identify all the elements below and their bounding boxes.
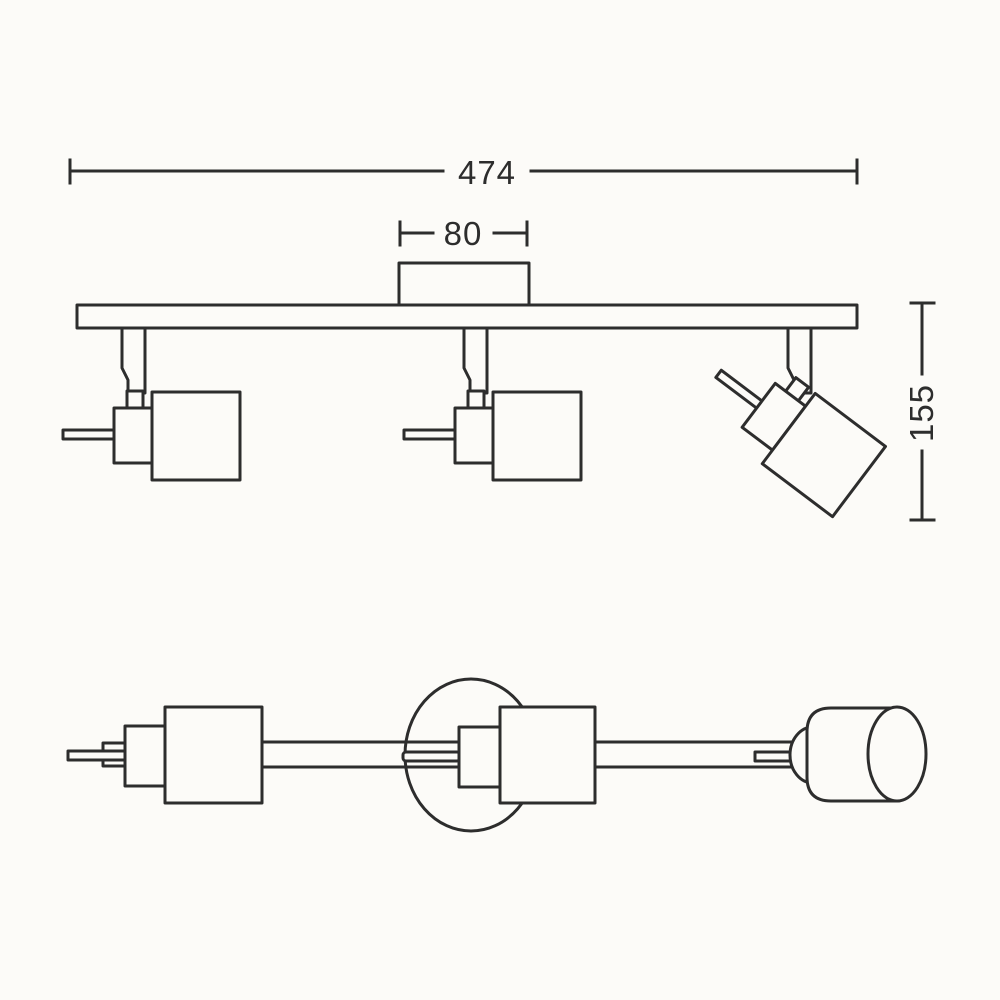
spot-head-2: [402, 389, 583, 482]
shade-opening-rim: [866, 705, 928, 803]
spot-head-3-top: [753, 705, 928, 803]
lamp-shade-top: [163, 705, 264, 805]
lamp-holder: [112, 406, 154, 465]
lamp-holder-top: [123, 724, 168, 788]
adjustment-rod: [714, 368, 765, 411]
dim-canopy-width: 80: [398, 215, 529, 252]
pivot-neck: [466, 389, 486, 411]
lamp-holder-top: [457, 725, 502, 789]
spot-stem-1: [120, 326, 147, 395]
lamp-holder: [453, 406, 495, 465]
adjustment-rod: [61, 428, 117, 441]
top-view: [66, 677, 928, 833]
ceiling-canopy-front: [397, 261, 531, 308]
adjustment-rod-top: [753, 750, 795, 763]
spot-head-1: [61, 389, 242, 482]
pivot-neck: [125, 389, 145, 411]
front-view: 474 80: [61, 154, 940, 522]
spot-head-3-tilted: [714, 368, 887, 519]
adjustment-rod-top: [66, 749, 129, 762]
lamp-shade: [760, 391, 887, 519]
lamp-shade-top: [498, 705, 597, 805]
dim-label-overall-width: 474: [458, 154, 516, 191]
dim-overall-width: 474: [68, 154, 859, 191]
dim-label-canopy-width: 80: [444, 215, 483, 252]
lamp-shade: [491, 390, 583, 482]
dim-fixture-height: 155: [903, 301, 940, 522]
spot-head-1-top: [66, 705, 264, 805]
adjustment-rod: [402, 428, 458, 441]
dim-label-fixture-height: 155: [903, 384, 940, 442]
spot-head-2-top: [401, 705, 597, 805]
mounting-bar-front: [75, 303, 859, 330]
spot-stem-2: [462, 326, 489, 395]
lamp-shade: [150, 390, 242, 482]
adjustment-rod-top: [401, 750, 462, 763]
